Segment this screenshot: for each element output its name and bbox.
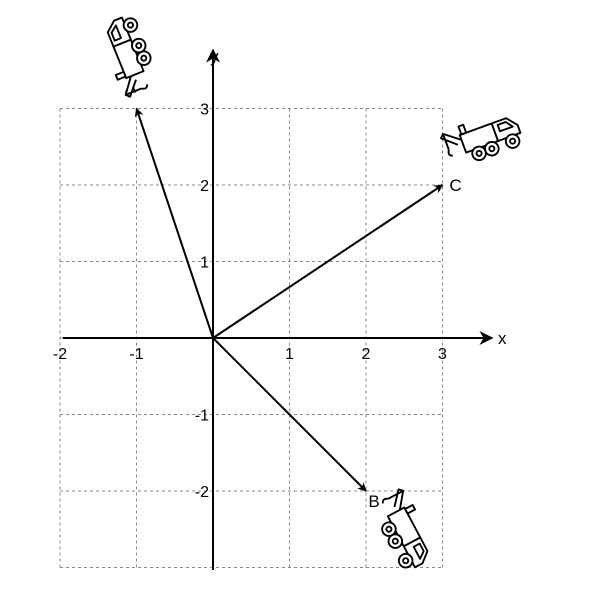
y-tick-label: -1 [195, 408, 209, 425]
vector-c-label: C [449, 176, 461, 195]
vectors: ABC [125, 78, 462, 512]
y-tick-label: 2 [200, 178, 209, 195]
x-tick-label: -1 [129, 346, 143, 363]
y-axis-label: y [210, 47, 219, 66]
vector-b-arrow [212, 337, 367, 492]
tow-truck-icon [106, 16, 152, 98]
x-axis-label: x [498, 329, 507, 348]
tow-truck-icon [440, 117, 522, 162]
x-tick-label: -2 [53, 346, 67, 363]
vector-c-arrow [212, 184, 444, 339]
axes: x y [63, 47, 507, 570]
y-tick-label: 3 [200, 102, 209, 119]
x-tick-label: 1 [285, 346, 294, 363]
tow-truck-icon [381, 488, 429, 569]
y-tick-label: 1 [200, 255, 209, 272]
tick-labels: -2 -1 1 2 3 3 2 1 -1 -2 [53, 102, 447, 502]
x-tick-label: 3 [438, 346, 447, 363]
x-tick-label: 2 [362, 346, 371, 363]
vector-b-label: B [368, 492, 379, 511]
vector-a-arrow [134, 107, 214, 339]
y-tick-label: -2 [195, 484, 209, 501]
